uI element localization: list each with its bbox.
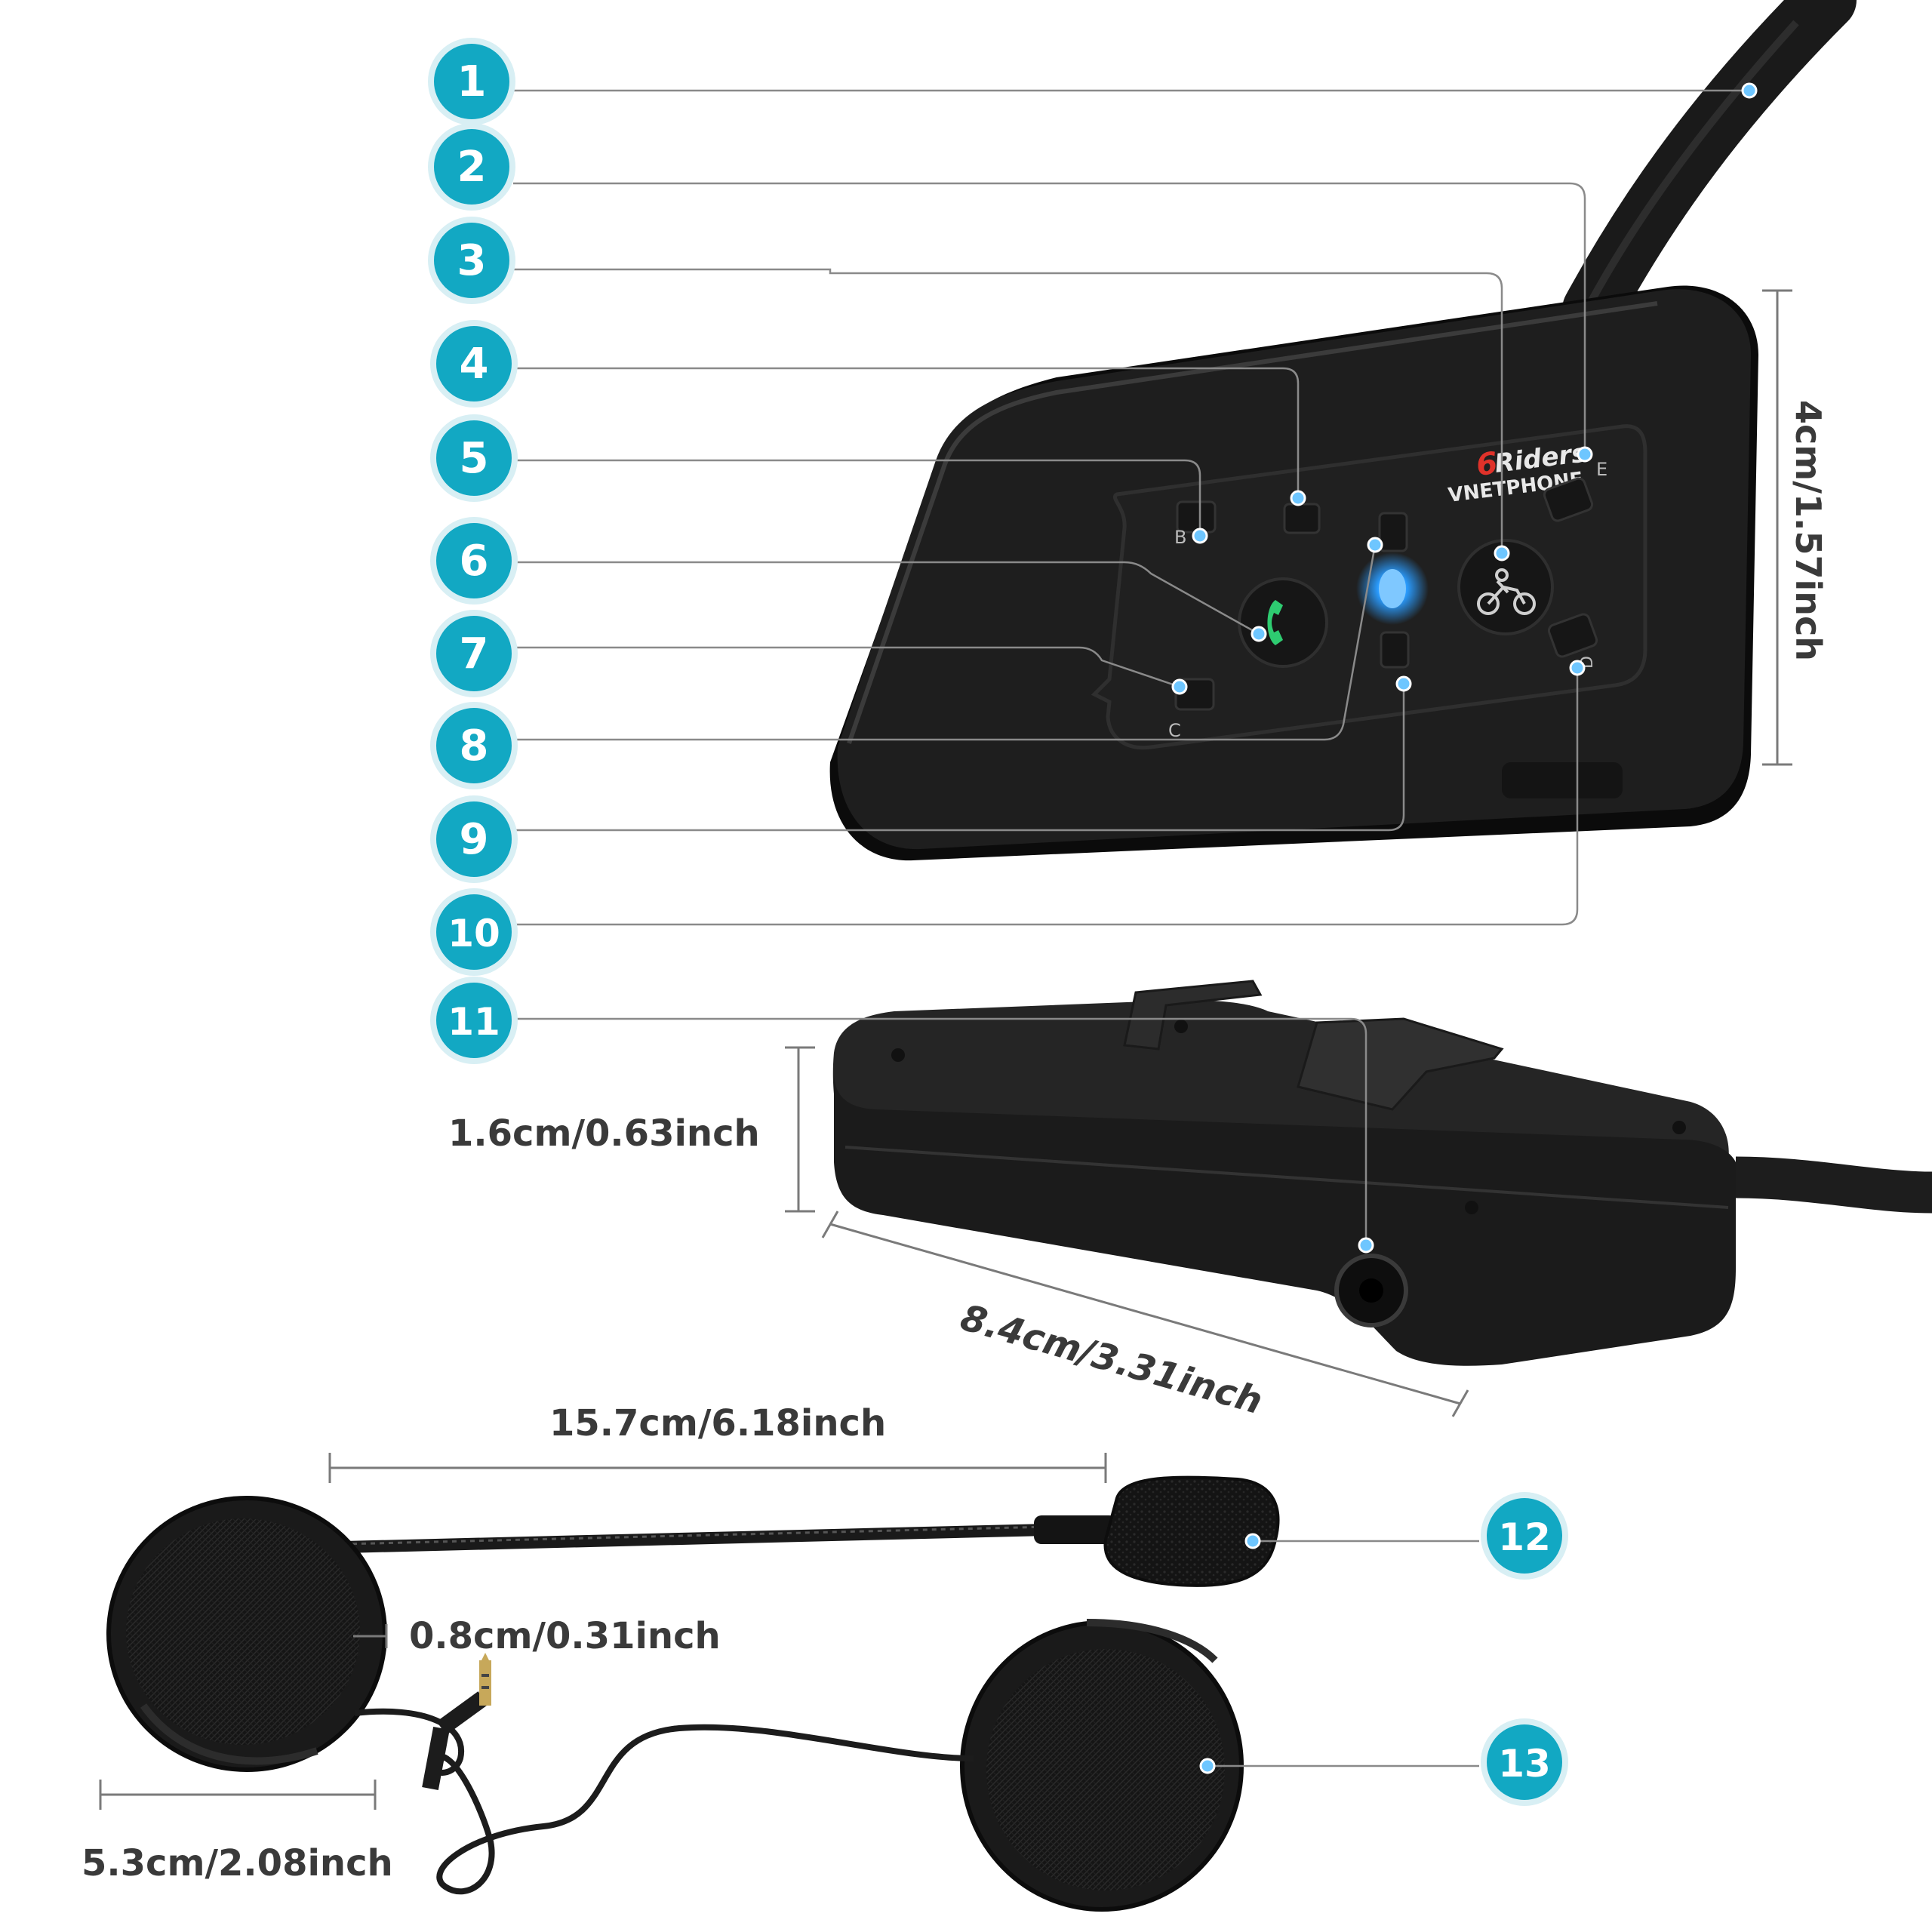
callout-badge-3: [434, 223, 509, 298]
callout-badge-number-12: 12: [1498, 1515, 1551, 1559]
dim-boom-length: 15.7cm/6.18inch: [549, 1402, 886, 1444]
audio-plug: [422, 1653, 491, 1791]
intercom-unit-front: 6 Riders VNETPHONE B C D E: [829, 0, 1857, 861]
brand-number: 6: [1475, 446, 1500, 483]
dim-thickness: 1.6cm/0.63inch: [448, 1112, 760, 1155]
callout-badge-number-11: 11: [448, 1000, 500, 1044]
callout-badge-number-9: 9: [460, 815, 489, 864]
callout-badge-11: [436, 983, 512, 1058]
callout-badge-number-10: 10: [448, 912, 500, 955]
call-button[interactable]: [1238, 577, 1328, 668]
left-speaker: [106, 1496, 387, 1772]
callout-badge-4: [436, 326, 512, 401]
dim-length: 8.4cm/3.31inch: [956, 1297, 1267, 1423]
headset-boom: [343, 1522, 1110, 1553]
callout-badge-number-4: 4: [460, 340, 489, 389]
headset: [106, 1475, 1280, 1912]
callout-badge-2: [434, 129, 509, 205]
mounting-base: [832, 980, 1932, 1366]
callout-badge-13: [1487, 1724, 1562, 1800]
callout-badge-number-5: 5: [460, 434, 489, 483]
motorcycle-icon: [1477, 568, 1536, 615]
callout-badge-6: [436, 523, 512, 598]
callout-badge-10: [436, 894, 512, 970]
button-e-label: E: [1596, 459, 1607, 480]
mic-foam: [1103, 1475, 1280, 1587]
callout-badge-1: [434, 44, 509, 119]
button-b-label: B: [1174, 527, 1186, 548]
leader-lines: [513, 89, 1749, 1767]
callout-badge-5: [436, 420, 512, 496]
button-e[interactable]: [1543, 477, 1594, 522]
boom-mic-arm: [1562, 0, 1857, 340]
speaker-wire: [354, 1708, 974, 1895]
callout-badge-number-6: 6: [460, 537, 489, 586]
leader-dots: [1171, 82, 1758, 1774]
mount-clip: [1123, 980, 1263, 1051]
dim-speaker-diameter: 5.3cm/2.08inch: [82, 1842, 393, 1884]
dim-speaker-thickness: 0.8cm/0.31inch: [409, 1615, 721, 1657]
dimension-lines: [99, 289, 1792, 1810]
callout-badge-12: [1487, 1498, 1562, 1574]
callout-badge-7: [436, 616, 512, 691]
callout-badge-8: [436, 708, 512, 783]
charge-port-cover: [1502, 762, 1623, 798]
callout-badge-number-1: 1: [457, 57, 487, 106]
phone-icon: [1267, 600, 1283, 645]
status-led: [1379, 569, 1406, 608]
callout-badge-number-13: 13: [1498, 1742, 1551, 1786]
bottom-switch[interactable]: [1380, 631, 1410, 669]
boom-joint: [1034, 1515, 1117, 1544]
button-c-label: C: [1168, 720, 1181, 741]
button-a[interactable]: [1283, 503, 1321, 534]
callout-badge-number-3: 3: [457, 236, 487, 285]
callout-badge-number-2: 2: [457, 143, 487, 192]
top-switch[interactable]: [1378, 512, 1408, 552]
headset-cable: [1735, 1156, 1932, 1214]
button-d[interactable]: [1547, 613, 1598, 658]
callout-badge-number-7: 7: [460, 629, 489, 678]
base-body: [834, 1072, 1736, 1366]
callout-badge-9: [436, 801, 512, 877]
callout-badge-number-8: 8: [460, 721, 489, 771]
right-speaker: [960, 1619, 1244, 1912]
dim-height: 4cm/1.57inch: [1788, 400, 1829, 661]
